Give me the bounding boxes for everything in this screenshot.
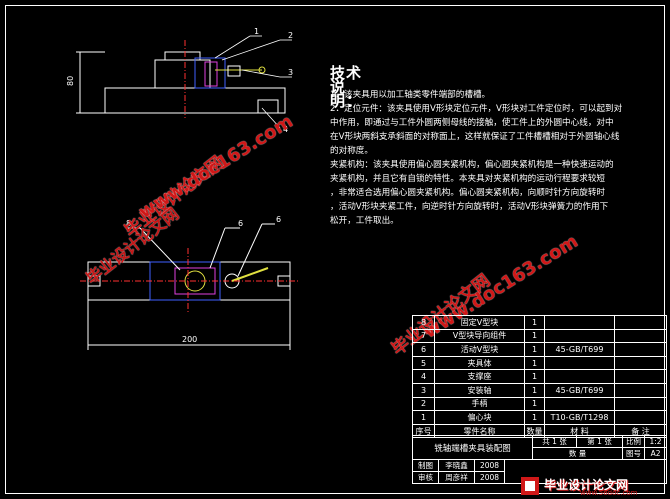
callout-8: 8 (126, 219, 131, 228)
callout-3: 3 (288, 68, 293, 77)
bom-header: 序号零件名称数量材 料备 注 (412, 423, 667, 439)
callout-4: 4 (283, 125, 288, 134)
badge-logo-icon (521, 477, 539, 495)
note-line: 在V形块两斜支承斜面的对称面上，这样就保证了工件槽槽相对于外圆轴心线 (330, 132, 620, 142)
callout-6b: 6 (276, 215, 281, 224)
badge-title: 毕业设计论文网 (544, 478, 629, 492)
front-view (76, 40, 286, 118)
note-line: 2．定位元件：该夹具使用V形块定位元件，V形块对工件定位时，可以起到对 (330, 104, 623, 114)
note-line: 1．该夹具用以加工轴类零件端部的槽槽。 (330, 90, 491, 100)
title-block: 铣轴端槽夹具装配图 共 1 张 第 1 张 比例 1:2 数 量 图号 A2 制… (411, 435, 668, 484)
callout-2: 2 (288, 31, 293, 40)
note-line: ，非常适合选用偏心圆夹紧机构。偏心圆夹紧机构，向顺时针方向旋转时 (330, 188, 606, 198)
badge-url: www.56doc.com (580, 489, 638, 497)
note-line: 的对称度。 (330, 146, 373, 156)
notes-title: 技术说明： (330, 64, 363, 110)
drawing-name: 铣轴端槽夹具装配图 (411, 435, 534, 460)
handle-top (231, 267, 269, 282)
note-line: ，活动V形块夹紧工件，向逆时针方向旋转时，活动V形块弹簧力的作用下 (330, 202, 609, 212)
note-line: 中作用，即通过与工件外圆两侧母线的接触，使工件上的外圆中心线，对中 (330, 118, 614, 128)
v-block-front (194, 57, 226, 89)
support-front (257, 99, 279, 114)
note-line: 夹紧机构：该夹具使用偏心圆夹紧机构，偏心圆夹紧机构是一种快速运动的 (330, 160, 614, 170)
front-callouts (214, 35, 292, 129)
note-line: 松开，工件取出。 (330, 216, 399, 226)
drawing-frame (5, 5, 665, 494)
callout-1: 1 (254, 27, 259, 36)
dimension-80: 80 (66, 76, 75, 86)
fixture-body-front (154, 59, 211, 89)
top-view (80, 223, 300, 350)
site-badge: 毕业设计论文网 www.56doc.com (520, 476, 668, 498)
note-line: 夹紧机构，并且它有自锁的特性。本夹具对夹紧机构的运动行程要求较短 (330, 174, 606, 184)
callout-6a: 6 (238, 219, 243, 228)
dimension-200: 200 (182, 335, 197, 344)
